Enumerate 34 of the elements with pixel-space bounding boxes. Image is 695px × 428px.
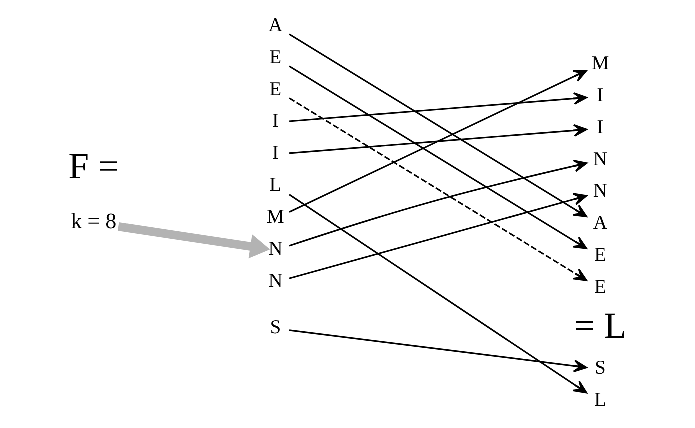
node-text: I xyxy=(597,84,604,106)
node-text: L xyxy=(594,388,606,411)
arrow xyxy=(289,92,588,122)
node-text: S xyxy=(270,316,282,338)
node-text: M xyxy=(266,206,284,228)
arrow xyxy=(289,193,588,280)
node-text: I xyxy=(272,142,279,164)
node-text: E xyxy=(594,244,606,266)
arrow xyxy=(289,66,588,250)
node-text: N xyxy=(268,270,283,292)
arrow xyxy=(289,124,588,154)
node-text: E xyxy=(270,78,282,100)
node-text: I xyxy=(597,116,604,138)
node-text: A xyxy=(593,212,608,234)
arrow xyxy=(289,98,588,282)
node-text: L xyxy=(270,174,282,196)
node-text: M xyxy=(592,52,610,74)
arrow xyxy=(289,34,588,218)
node-text: S xyxy=(595,357,606,380)
arrow xyxy=(289,70,588,213)
node-text: k = 8 xyxy=(71,208,117,234)
node-text: N xyxy=(593,180,608,202)
arrow xyxy=(289,160,588,247)
node-text: A xyxy=(268,14,283,36)
arrow xyxy=(118,222,270,259)
node-text: N xyxy=(268,238,283,260)
node-text: I xyxy=(272,110,279,132)
arrow xyxy=(289,330,588,372)
node-text: E xyxy=(594,276,606,298)
label: F = xyxy=(68,145,120,186)
node-text: N xyxy=(593,148,608,170)
node-text: E xyxy=(270,46,282,68)
arrow xyxy=(289,194,588,394)
label: = L xyxy=(574,305,627,346)
